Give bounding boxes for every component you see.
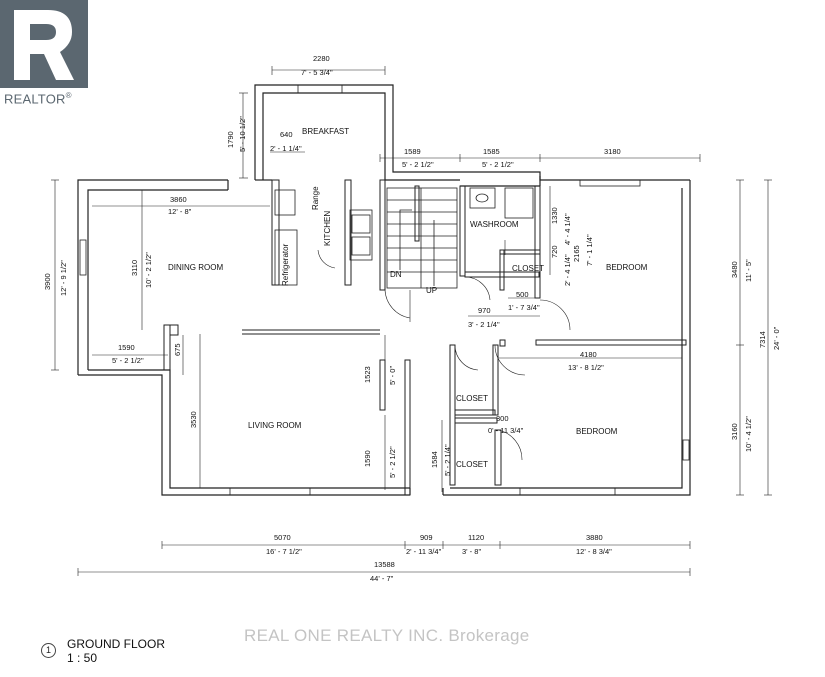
dim-24-0: 24' - 0"	[772, 326, 781, 350]
dim-12-8: 12' - 8"	[168, 207, 192, 216]
dim-1-7-34: 1' - 7 3/4"	[508, 303, 540, 312]
dim-1120: 1120	[468, 533, 484, 542]
label-dining-room: DINING ROOM	[168, 263, 223, 272]
dim-7314: 7314	[758, 331, 767, 348]
dim-2-11-34: 2' - 11 3/4"	[406, 547, 442, 556]
label-breakfast: BREAKFAST	[302, 127, 349, 136]
dimension-lines	[51, 66, 772, 576]
dim-12-8-34: 12' - 8 3/4"	[576, 547, 612, 556]
dim-1330: 1330	[550, 207, 559, 224]
label-stair-up: UP	[426, 286, 437, 295]
dim-3900: 3900	[43, 273, 52, 290]
label-kitchen: KITCHEN	[323, 211, 332, 246]
dim-2-1-14: 2' - 1 1/4"	[270, 144, 302, 153]
dim-1590-b: 1590	[363, 450, 372, 467]
interior-walls	[163, 179, 687, 496]
brokerage-watermark: REAL ONE REALTY INC. Brokerage	[244, 626, 530, 645]
dim-13588: 13588	[374, 560, 395, 569]
dim-5-2-12-b: 5' - 2 1/2"	[482, 160, 514, 169]
dim-4-4-14: 4' - 4 1/4"	[563, 213, 572, 245]
dim-0-11-34: 0' - 11 3/4"	[488, 426, 524, 435]
dim-3480: 3480	[730, 261, 739, 278]
dim-3880: 3880	[586, 533, 603, 542]
label-closet-3: CLOSET	[456, 460, 488, 469]
dim-5070: 5070	[274, 533, 291, 542]
dim-10-4-12: 10' - 4 1/2"	[744, 416, 753, 452]
dim-5-2-12-d: 5' - 2 1/2"	[388, 446, 397, 478]
dim-1523: 1523	[363, 366, 372, 383]
label-refrigerator: Refrigerator	[281, 243, 290, 286]
dim-3110: 3110	[130, 260, 139, 276]
dim-2-4-14: 2' - 4 1/4"	[563, 254, 572, 286]
realtor-wordmark: REALTOR®	[4, 91, 72, 107]
dim-909: 909	[420, 533, 433, 542]
dim-4180: 4180	[580, 350, 597, 359]
windows	[79, 84, 690, 496]
dim-12-9-12: 12' - 9 1/2"	[59, 260, 68, 296]
dim-1589: 1589	[404, 147, 421, 156]
dim-1584: 1584	[430, 451, 439, 468]
dim-2165: 2165	[572, 245, 581, 262]
drawing-title: GROUND FLOOR	[67, 637, 166, 651]
dim-5-10-12: 5' - 10 1/2"	[238, 116, 247, 152]
dim-3860: 3860	[170, 195, 187, 204]
dim-7-1-14: 7' - 1 1/4"	[585, 234, 594, 266]
dim-500: 500	[516, 290, 529, 299]
label-bedroom-1: BEDROOM	[606, 263, 648, 272]
kitchen-fixtures	[274, 189, 373, 286]
dim-2280: 2280	[313, 54, 330, 63]
dim-640: 640	[280, 130, 293, 139]
stair	[386, 187, 458, 289]
label-range: Range	[311, 186, 320, 210]
dim-5-2-14: 5' - 2 1/4"	[443, 444, 452, 476]
dim-3530: 3530	[189, 411, 198, 428]
label-stair-down: DN	[390, 270, 402, 279]
dim-11-5: 11' - 5"	[744, 259, 753, 282]
dim-1790: 1790	[226, 131, 235, 148]
dim-5-2-12-c: 5' - 2 1/2"	[112, 356, 144, 365]
dim-1590-a: 1590	[118, 343, 135, 352]
dim-3180: 3180	[604, 147, 621, 156]
dim-10-2-12: 10' - 2 1/2"	[144, 252, 153, 288]
dim-5-2-12-a: 5' - 2 1/2"	[402, 160, 434, 169]
label-closet-1: CLOSET	[512, 264, 544, 273]
dim-3-2-14: 3' - 2 1/4"	[468, 320, 500, 329]
realtor-logo	[0, 0, 88, 88]
doors	[317, 249, 571, 461]
view-number-badge: 1	[41, 643, 56, 658]
dim-7-5-34: 7' - 5 3/4"	[301, 68, 333, 77]
dim-5-0: 5' - 0"	[388, 366, 397, 385]
label-living-room: LIVING ROOM	[248, 421, 302, 430]
label-closet-2: CLOSET	[456, 394, 488, 403]
dim-13-8-12: 13' - 8 1/2"	[568, 363, 604, 372]
washroom-fixtures	[469, 187, 534, 219]
drawing-scale: 1 : 50	[67, 651, 98, 665]
dim-720: 720	[550, 245, 559, 258]
dim-16-7-12: 16' - 7 1/2"	[266, 547, 302, 556]
dim-970: 970	[478, 306, 491, 315]
label-washroom: WASHROOM	[470, 220, 519, 229]
dim-675: 675	[173, 343, 182, 356]
dim-1585: 1585	[483, 147, 500, 156]
dim-300: 300	[496, 414, 509, 423]
dim-44-7: 44' - 7"	[370, 574, 394, 583]
dim-3-8: 3' - 8"	[462, 547, 481, 556]
label-bedroom-2: BEDROOM	[576, 427, 618, 436]
dim-3160: 3160	[730, 423, 739, 440]
